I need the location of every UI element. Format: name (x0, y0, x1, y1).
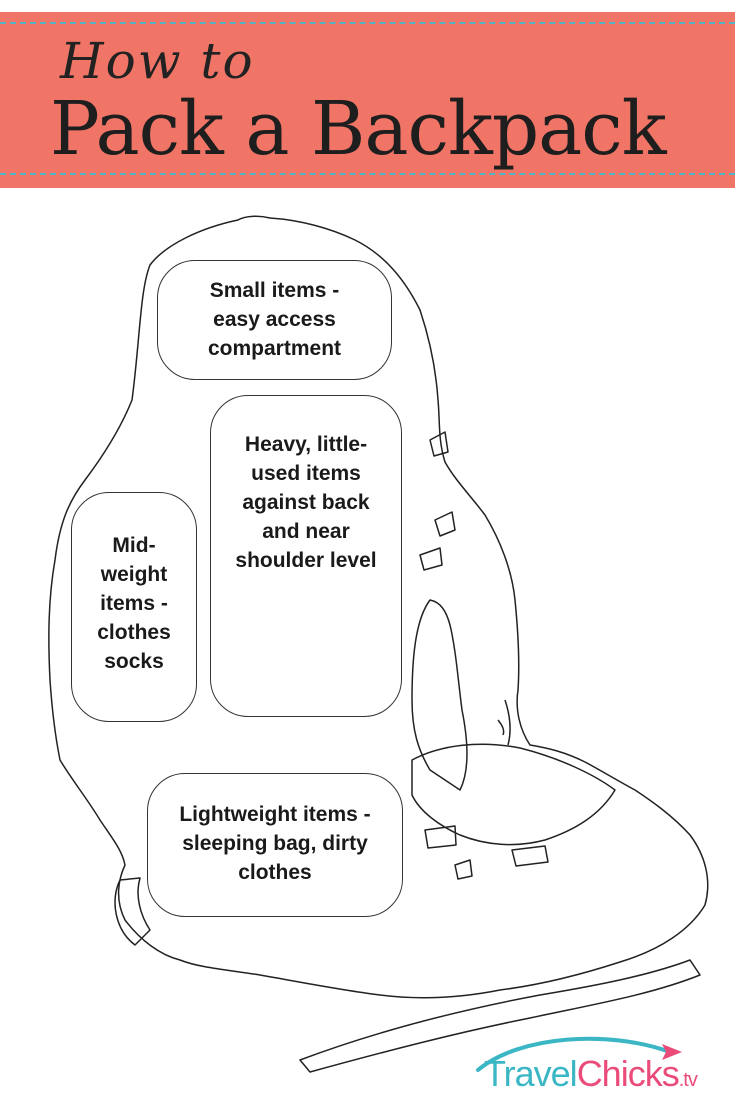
bottom-stitch-line (0, 173, 735, 175)
travelchicks-logo: TravelChicks.tv (470, 1030, 730, 1096)
backpack-buckle-6 (511, 845, 549, 867)
backpack-left-flap (114, 877, 151, 946)
backpack-buckle-1 (434, 511, 456, 537)
logo-wordmark: TravelChicks.tv (484, 1053, 698, 1094)
backpack-body-outline (48, 215, 709, 999)
backpack-buckle-3 (429, 431, 449, 457)
top-stitch-line (0, 22, 735, 24)
backpack-buckle-4 (424, 825, 457, 849)
zone-small-items: Small items - easy access compartment (157, 260, 392, 380)
subtitle-how-to: How to (60, 32, 255, 90)
backpack-bottom-strap (299, 959, 701, 1073)
logo-tv-text: .tv (678, 1069, 698, 1091)
backpack-strap-outline (411, 599, 468, 791)
zone-midweight-items-text: Mid- weight items - clothes socks (97, 534, 171, 673)
backpack-buckle-2 (419, 547, 443, 571)
backpack-hipbelt-outline (411, 743, 616, 846)
logo-chicks-text: Chicks (576, 1053, 680, 1094)
zone-lightweight-items-text: Lightweight items - sleeping bag, dirty … (179, 803, 371, 884)
logo-travel-text: Travel (484, 1053, 578, 1094)
zone-midweight-items: Mid- weight items - clothes socks (71, 492, 197, 722)
logo-swoosh-icon (476, 1036, 682, 1072)
page-title: Pack a Backpack (50, 86, 667, 172)
zone-lightweight-items: Lightweight items - sleeping bag, dirty … (147, 773, 403, 917)
backpack-buckle-5 (454, 859, 473, 880)
zone-heavy-items: Heavy, little- used items against back a… (210, 395, 402, 717)
zone-heavy-items-text: Heavy, little- used items against back a… (235, 433, 377, 572)
backpack-side-pocket (497, 699, 511, 746)
title-banner: How to Pack a Backpack (0, 12, 735, 188)
zone-small-items-text: Small items - easy access compartment (207, 279, 342, 360)
